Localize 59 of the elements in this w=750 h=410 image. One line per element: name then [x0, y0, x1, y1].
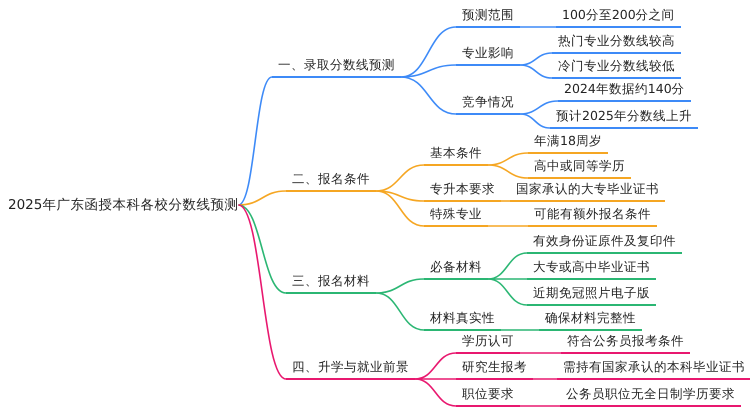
connector-line: [488, 225, 528, 227]
connector-line: [501, 329, 539, 331]
branch-topic: 二、报名条件: [286, 170, 376, 192]
connector-line: [488, 164, 528, 179]
connector-line: [520, 113, 550, 129]
subtopic-label: 学历认可: [456, 332, 520, 354]
branch-topic: 四、升学与就业前景: [286, 358, 415, 380]
connector-line: [501, 200, 510, 202]
connector-line: [414, 378, 456, 407]
subtopic-label: 国家承认的大专毕业证书: [510, 180, 665, 202]
subtopic-label: 基本条件: [424, 144, 488, 166]
subtopic-label: 预计2025年分数线上升: [550, 107, 698, 129]
subtopic-label: 高中或同等学历: [528, 157, 631, 179]
subtopic-label: 需持有国家承认的本科毕业证书: [557, 358, 750, 380]
connector-line: [520, 52, 552, 66]
subtopic-label: 职位要求: [456, 385, 520, 407]
branch-topic: 一、录取分数线预测: [272, 56, 401, 78]
subtopic-label: 材料真实性: [424, 309, 501, 331]
subtopic-label: 专业影响: [456, 44, 520, 66]
subtopic-label: 专升本要求: [424, 180, 501, 202]
subtopic-label: 2024年数据约140分: [558, 80, 691, 102]
connector-line: [238, 190, 286, 206]
branch-topic: 三、报名材料: [286, 272, 376, 294]
subtopic-label: 可能有额外报名条件: [528, 205, 657, 227]
subtopic-label: 符合公务员报考条件: [561, 332, 690, 354]
subtopic-label: 预测范围: [456, 6, 520, 28]
connector-line: [520, 64, 552, 79]
subtopic-label: 有效身份证原件及复印件: [527, 232, 682, 254]
connector-line: [520, 100, 558, 115]
subtopic-label: 热门专业分数线较高: [552, 32, 681, 54]
subtopic-label: 研究生报考: [456, 358, 533, 380]
connector-line: [533, 378, 557, 380]
connector-line: [488, 278, 528, 306]
subtopic-label: 特殊专业: [424, 205, 488, 227]
connector-line: [376, 190, 424, 202]
subtopic-label: 冷门专业分数线较低: [552, 57, 681, 79]
subtopic-label: 近期免冠照片电子版: [527, 284, 656, 306]
connector-line: [520, 405, 560, 407]
connector-line: [238, 204, 286, 294]
subtopic-label: 年满18周岁: [528, 132, 608, 154]
subtopic-label: 必备材料: [424, 258, 488, 280]
connector-line: [520, 352, 561, 354]
connector-line: [415, 378, 456, 380]
connector-line: [488, 278, 527, 280]
connector-line: [376, 190, 424, 227]
connector-line: [238, 204, 286, 380]
connector-line: [400, 76, 456, 115]
connector-line: [488, 152, 528, 166]
connector-line: [238, 76, 272, 206]
subtopic-label: 竞争情况: [456, 93, 520, 115]
central-topic: 2025年广东函授本科各校分数线预测: [8, 196, 238, 214]
subtopic-label: 100分至200分之间: [556, 6, 681, 28]
subtopic-label: 大专或高中毕业证书: [527, 258, 656, 280]
subtopic-label: 确保材料完整性: [539, 309, 642, 331]
connector-line: [376, 278, 424, 294]
connector-line: [400, 64, 456, 78]
connector-line: [376, 292, 424, 331]
subtopic-label: 公务员职位无全日制学历要求: [560, 385, 741, 407]
connector-line: [520, 26, 556, 28]
